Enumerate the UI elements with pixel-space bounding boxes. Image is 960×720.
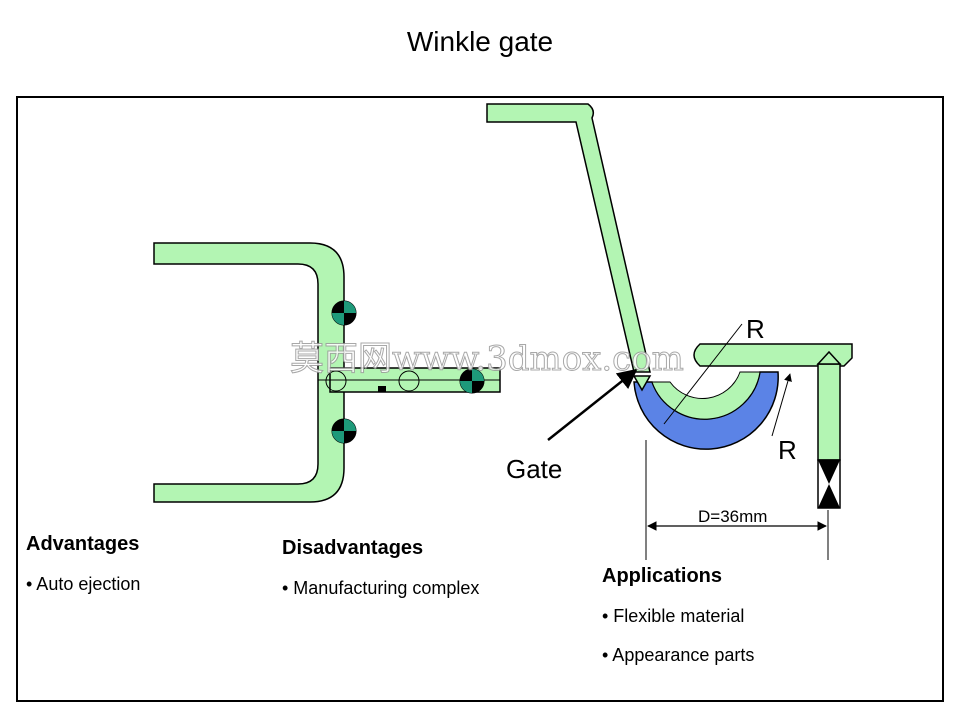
applications-item: • Appearance parts: [602, 645, 755, 665]
applications-item: • Flexible material: [602, 606, 745, 626]
page-title: Winkle gate: [406, 26, 554, 57]
core-bar: [693, 343, 853, 367]
ejector-pin: [817, 363, 841, 461]
gate-tip: [632, 375, 652, 392]
balance-marker-rod: [459, 368, 485, 394]
gate-arrow: [547, 368, 638, 441]
label-radius-right: R: [778, 435, 797, 465]
left-mold-channel: [153, 242, 345, 503]
balance-marker-top: [331, 300, 357, 326]
pin-hourglass: [817, 459, 841, 509]
disadvantages-heading: Disadvantages: [282, 537, 424, 559]
label-gate: Gate: [506, 454, 562, 484]
label-radius-top: R: [746, 314, 765, 344]
watermark-text: 莫西网www.3dmox.com: [290, 339, 684, 379]
rod-circle-mid: [398, 370, 420, 392]
radius-leader-top: [663, 323, 743, 425]
rod-circle-left: [325, 370, 347, 392]
runner-channel: [486, 103, 651, 373]
radius-leader-right: [771, 373, 792, 437]
rod-notch: [378, 386, 386, 392]
label-dimension: D=36mm: [698, 507, 767, 526]
disadvantages-item: • Manufacturing complex: [282, 578, 480, 598]
advantages-item: • Auto ejection: [26, 574, 141, 594]
diagram-frame: [16, 96, 944, 702]
applications-heading: Applications: [602, 565, 723, 587]
advantages-heading: Advantages: [26, 533, 140, 555]
curved-core: [651, 371, 761, 420]
ejector-pin-tip: [816, 350, 842, 365]
balance-marker-bottom: [331, 418, 357, 444]
